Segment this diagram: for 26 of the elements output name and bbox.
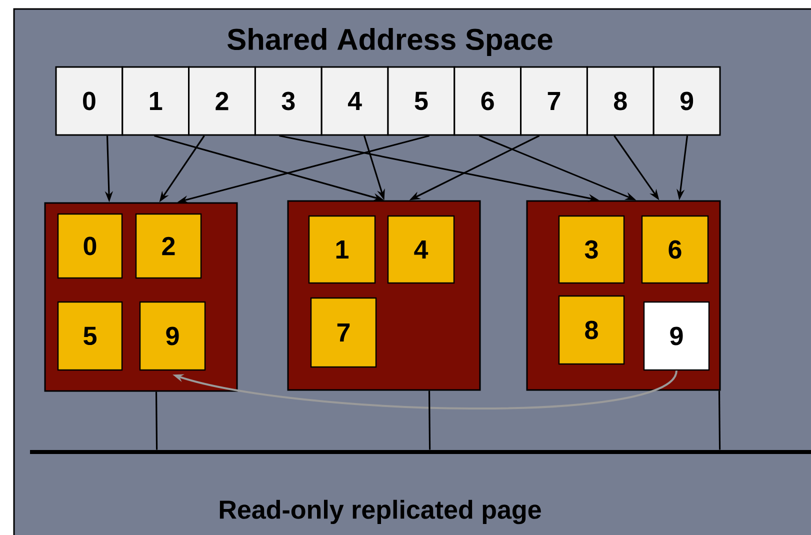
address-cell: 2 bbox=[188, 66, 256, 136]
page-box: 5 bbox=[57, 301, 123, 371]
connector-line bbox=[428, 390, 431, 450]
page-box: 6 bbox=[641, 215, 709, 284]
address-cell: 1 bbox=[122, 66, 190, 136]
page-box: 1 bbox=[308, 215, 376, 284]
connector-line bbox=[718, 390, 721, 450]
address-cell: 7 bbox=[520, 66, 588, 136]
page-box: 8 bbox=[558, 295, 625, 365]
page-box: 3 bbox=[558, 215, 625, 284]
address-cell: 4 bbox=[320, 66, 389, 136]
address-cell: 6 bbox=[454, 66, 522, 136]
address-cell: 8 bbox=[586, 66, 654, 136]
caption: Read-only replicated page bbox=[220, 500, 541, 524]
address-cell: 0 bbox=[55, 66, 124, 136]
page-box: 9 bbox=[139, 301, 206, 371]
title: Shared Address Space bbox=[227, 28, 552, 56]
address-cell: 5 bbox=[387, 66, 456, 136]
page-box: 2 bbox=[135, 213, 202, 279]
address-cell: 3 bbox=[254, 66, 322, 136]
address-cell: 9 bbox=[652, 66, 721, 136]
page-box: 7 bbox=[310, 297, 377, 368]
page-box: 0 bbox=[57, 213, 123, 279]
page-box: 9 bbox=[643, 301, 710, 371]
page-box: 4 bbox=[387, 215, 455, 284]
connector-line bbox=[155, 392, 158, 450]
